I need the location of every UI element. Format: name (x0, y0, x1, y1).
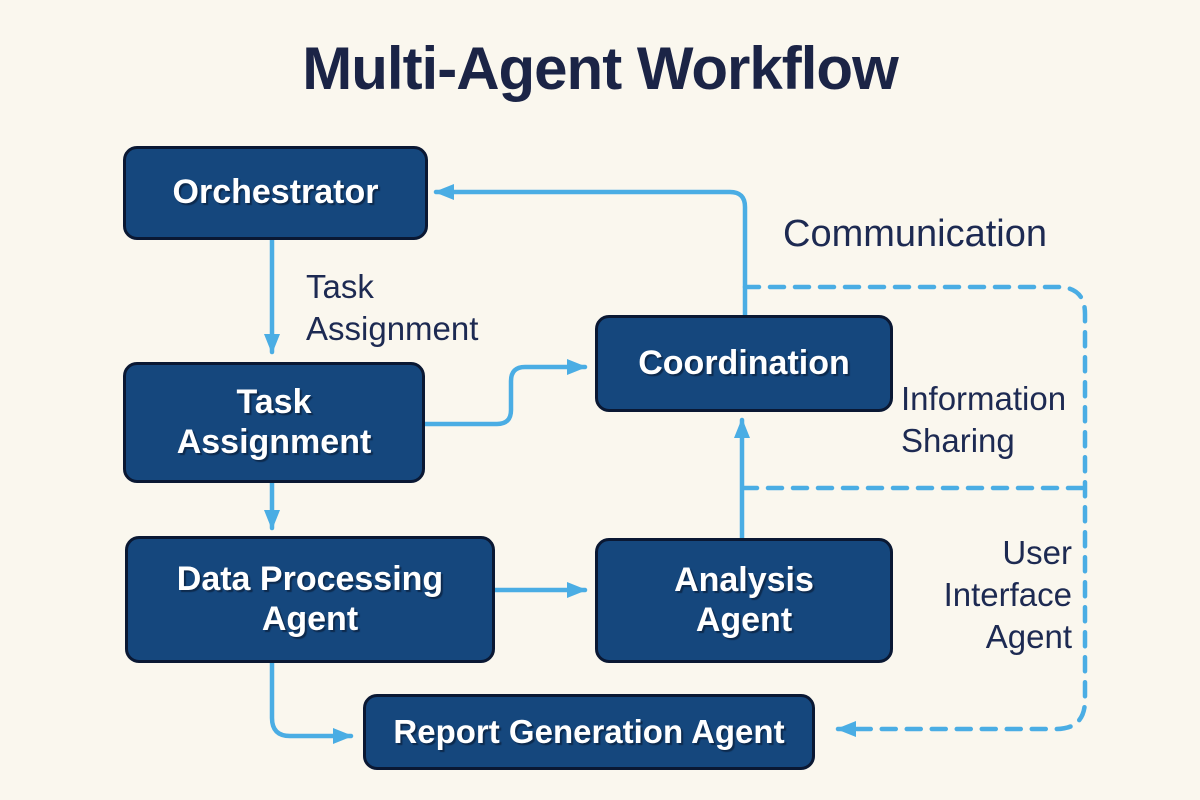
edge-label-task-assignment: Task Assignment (306, 268, 479, 347)
node-data-processing-agent: Data Processing Agent (125, 536, 495, 663)
edge-label-communication: Communication (783, 213, 1047, 255)
diagram-title: Multi-Agent Workflow (302, 35, 898, 102)
edge-label-user-interface-agent: User Interface Agent (943, 534, 1072, 655)
node-report-generation-label: Report Generation Agent (393, 712, 785, 750)
node-coordination: Coordination (595, 315, 893, 412)
node-report-generation-agent: Report Generation Agent (363, 694, 815, 770)
edge-label-information-sharing: Information Sharing (901, 380, 1067, 459)
node-analysis-agent: Analysis Agent (595, 538, 893, 663)
node-orchestrator: Orchestrator (123, 146, 428, 240)
arrow-task-assignment-to-coordination (422, 359, 588, 427)
node-data-processing-label: Data Processing Agent (176, 560, 444, 638)
arrow-data-processing-to-report-generation (269, 660, 354, 744)
node-coordination-label: Coordination (638, 343, 850, 382)
node-task-assignment-label: Task Assignment (176, 383, 372, 461)
node-task-assignment: Task Assignment (123, 362, 425, 483)
node-orchestrator-label: Orchestrator (172, 173, 379, 212)
node-analysis-label: Analysis Agent (674, 561, 814, 639)
